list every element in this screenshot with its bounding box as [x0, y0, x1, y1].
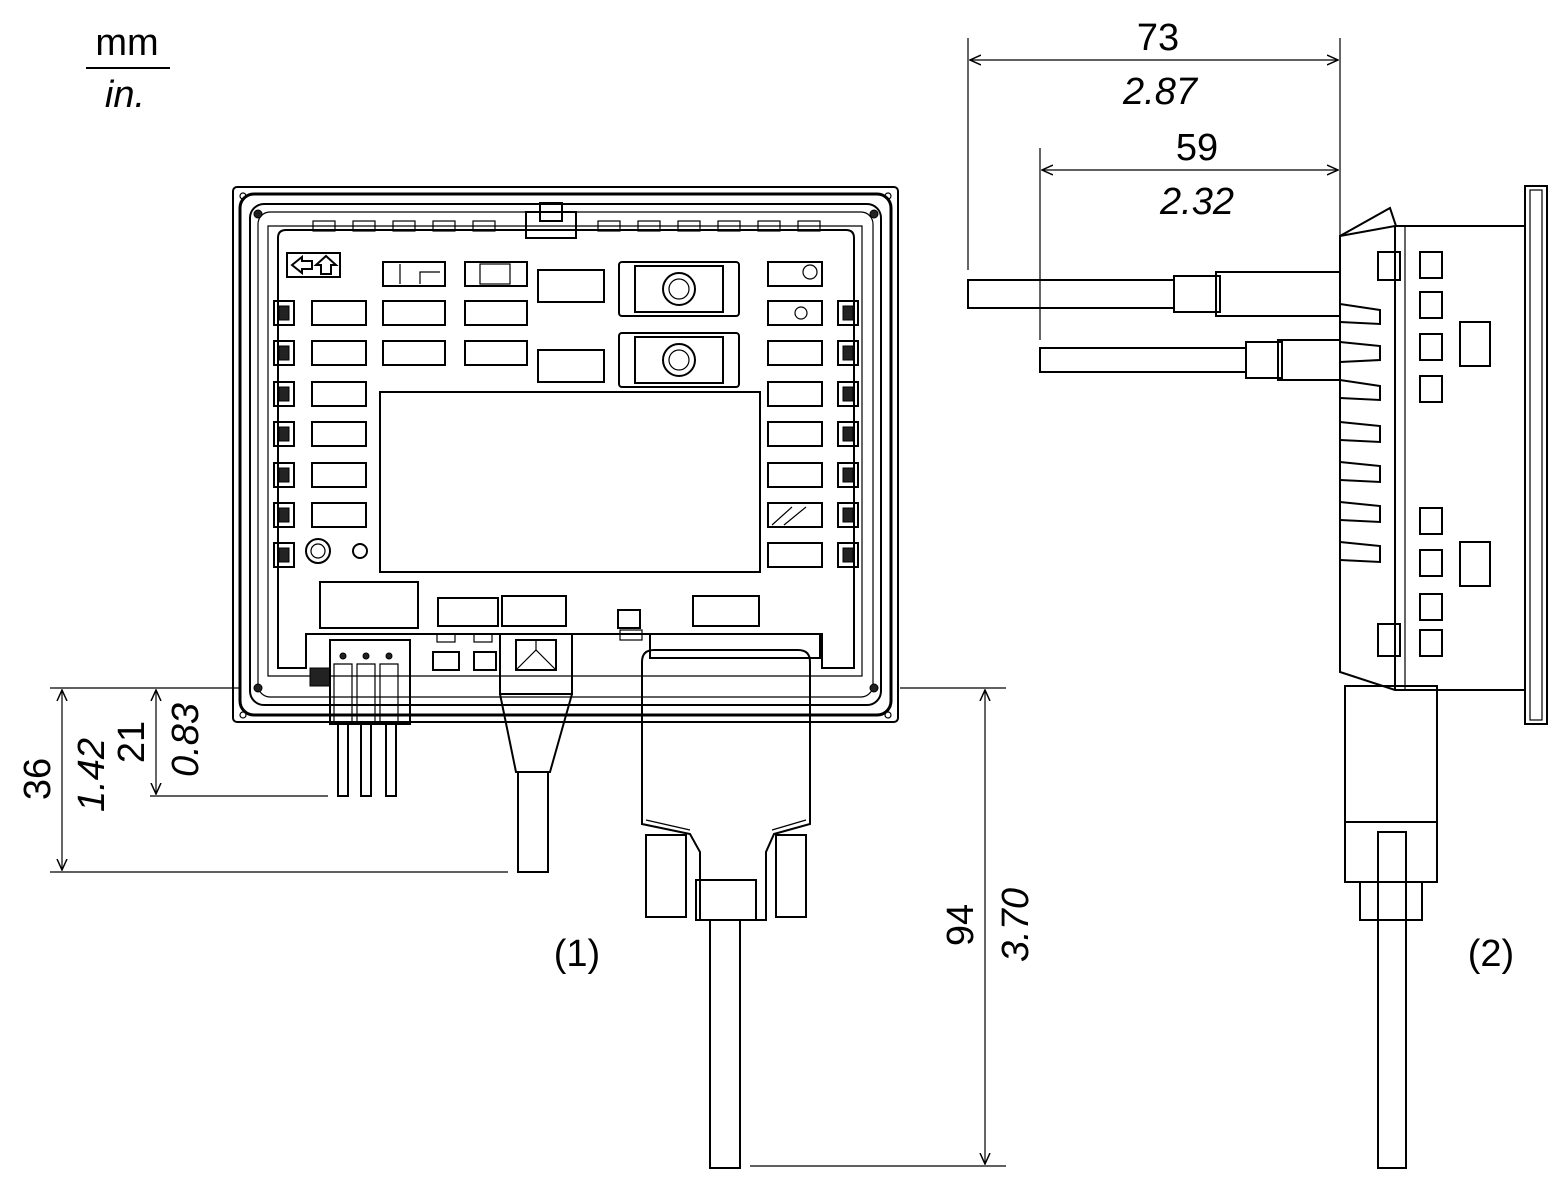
- dim-21-in: 0.83: [165, 703, 207, 777]
- unit-in-label: in.: [105, 74, 145, 116]
- dimension-labels: 73 2.87 59 2.32 36 1.42 21 0.83 94 3.70: [17, 17, 1234, 962]
- view-label-side: (2): [1468, 933, 1514, 975]
- dim-73-in: 2.87: [1122, 71, 1199, 113]
- units-legend: mm in.: [86, 22, 170, 116]
- dim-73-mm: 73: [1137, 17, 1179, 59]
- ethernet-cable-icon: [499, 633, 573, 873]
- left-rib-column: [311, 300, 528, 528]
- dim-36-in: 1.42: [71, 738, 113, 812]
- power-terminal-block-icon: [309, 639, 411, 797]
- side-slots: [1377, 251, 1491, 657]
- side-ribs: [1339, 303, 1381, 564]
- unit-mm-label: mm: [95, 22, 158, 64]
- dim-94-mm: 94: [940, 904, 982, 946]
- side-cables: [967, 271, 1341, 381]
- left-side-clips: [273, 300, 295, 568]
- right-side-clips: [837, 300, 859, 568]
- dim-36-mm: 36: [17, 758, 59, 800]
- corner-screw-icons: [239, 192, 892, 719]
- view-label-rear: (1): [554, 933, 600, 975]
- dim-59-mm: 59: [1176, 127, 1218, 169]
- dimension-lines: [50, 38, 1341, 1167]
- side-view-drawing: [967, 185, 1548, 1169]
- dim-59-in: 2.32: [1159, 181, 1234, 223]
- side-sub-d-connector: [1344, 685, 1438, 1169]
- usb-connector-icons: [618, 261, 740, 388]
- rear-view-drawing: [232, 186, 899, 1169]
- dim-94-in: 3.70: [995, 888, 1037, 962]
- right-rib-column: [767, 261, 823, 568]
- top-vent-slots: [312, 202, 821, 239]
- label-area: [379, 391, 761, 573]
- dim-21-mm: 21: [111, 721, 153, 763]
- sub-d-cable-icon: [641, 633, 821, 1169]
- orientation-arrows-icon: [286, 252, 341, 278]
